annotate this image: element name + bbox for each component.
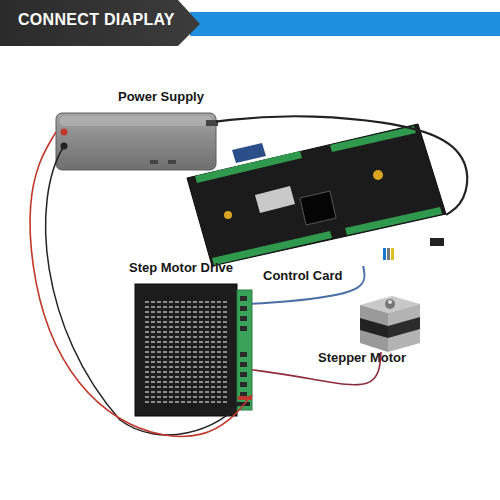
step-motor-drive-device (135, 284, 252, 416)
title-banner (0, 0, 500, 46)
banner-title: CONNECT DIAPLAY (18, 11, 175, 29)
cable-wire (30, 132, 252, 437)
alligator-clip (238, 396, 252, 400)
part-name: Stepper Motor (318, 350, 406, 366)
device-node: Step Motor Drive (135, 284, 252, 416)
alligator-clip (236, 402, 250, 406)
cable-wire (216, 116, 467, 215)
part-name: Power Supply (118, 89, 204, 105)
part-name: Control Card (263, 268, 342, 284)
device-node: Control Card (187, 124, 446, 266)
part-name: Step Motor Drive (129, 260, 233, 276)
stepper-motor-device (360, 296, 420, 352)
cable-wire (252, 266, 365, 304)
device-node: Stepper Motor (360, 296, 420, 352)
ground-wire (46, 146, 240, 435)
device-node: Power Supply (56, 113, 216, 170)
power-supply-device (56, 113, 218, 170)
control-card-board (187, 124, 446, 266)
